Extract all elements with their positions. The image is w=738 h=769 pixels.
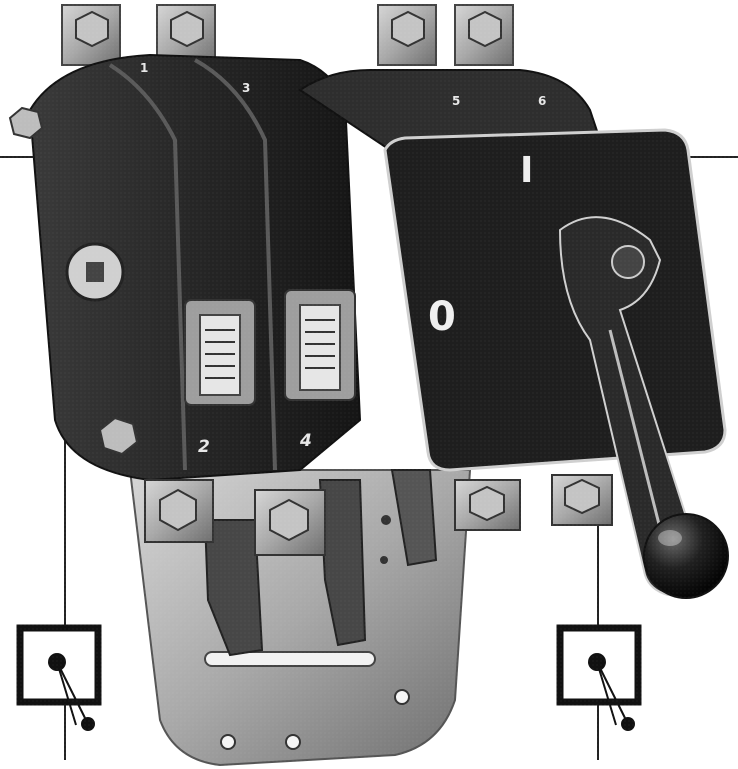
halftone-overlay (0, 0, 738, 769)
switch-illustration: 1 3 5 6 2 4 I 0 (0, 0, 738, 769)
photo-canvas: 1 3 5 6 2 4 I 0 (0, 0, 738, 769)
